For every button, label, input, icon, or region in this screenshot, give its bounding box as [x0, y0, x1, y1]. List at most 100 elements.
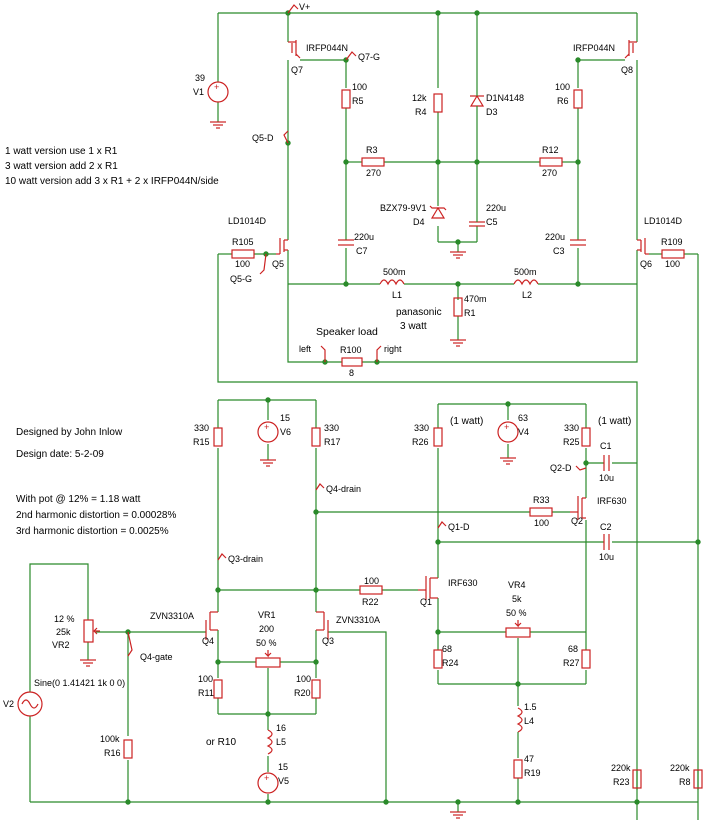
- r105-value: 100: [235, 259, 250, 269]
- d4-value: BZX79-9V1: [380, 203, 427, 213]
- r24-value: 68: [442, 644, 452, 654]
- v6-value: 15: [280, 413, 290, 423]
- r19-name: R19: [524, 768, 541, 778]
- r20-value: 100: [296, 674, 311, 684]
- note-3-watt: 3 watt version add 2 x R1: [5, 161, 118, 172]
- designer: Designed by John Inlow: [16, 427, 123, 438]
- net-left: left: [299, 344, 312, 354]
- c5-name: C5: [486, 217, 498, 227]
- transistor-q8: [624, 40, 637, 59]
- r15-value: 330: [194, 423, 209, 433]
- c5-value: 220u: [486, 203, 506, 213]
- resistor-r6: [573, 89, 583, 109]
- resistor-r12: [539, 157, 563, 167]
- r1-name: R1: [464, 308, 476, 318]
- source-v6: [257, 421, 279, 443]
- net-flags: [127, 4, 587, 657]
- r8-name: R8: [679, 777, 691, 787]
- r105-name: R105: [232, 237, 254, 247]
- q5-value: LD1014D: [228, 216, 267, 226]
- r109-value: 100: [665, 259, 680, 269]
- v4-value: 63: [518, 413, 528, 423]
- q7-value: IRFP044N: [306, 43, 348, 53]
- r33-value: 100: [534, 518, 549, 528]
- r1-value: 470m: [464, 294, 487, 304]
- r8-value: 220k: [670, 763, 690, 773]
- l2-name: L2: [522, 290, 532, 300]
- q4-value: ZVN3310A: [150, 611, 194, 621]
- vr2-name: VR2: [52, 640, 70, 650]
- q4-name: Q4: [202, 636, 214, 646]
- v4-name: V4: [518, 427, 529, 437]
- r3-value: 270: [366, 168, 381, 178]
- design-date: Design date: 5-2-09: [16, 449, 104, 460]
- r100-value: 8: [349, 368, 354, 378]
- transistor-q1: [418, 576, 438, 600]
- c7-value: 220u: [354, 232, 374, 242]
- v5-name: V5: [278, 776, 289, 786]
- pot-vr2: [83, 619, 94, 643]
- r20-name: R20: [294, 688, 311, 698]
- vr2-pct: 12 %: [54, 614, 75, 624]
- vr1-name: VR1: [258, 610, 276, 620]
- r19-value: 47: [524, 754, 534, 764]
- source-v2: [17, 691, 43, 717]
- vr1-value: 200: [259, 624, 274, 634]
- resistor-r17: [311, 427, 321, 447]
- r109-name: R109: [661, 237, 683, 247]
- resistor-r22: [359, 585, 383, 595]
- r11-value: 100: [198, 674, 213, 684]
- pot-vr4: [505, 627, 531, 638]
- pot-vr1: [255, 657, 281, 668]
- net-q2d: Q2-D: [550, 463, 572, 473]
- or-r10-label: or R10: [206, 737, 236, 748]
- q2-value: IRF630: [597, 496, 627, 506]
- svg-text:+: +: [214, 82, 219, 92]
- l2-value: 500m: [514, 267, 537, 277]
- v1-value: 39: [195, 73, 205, 83]
- resistor-r1: [453, 297, 463, 317]
- resistor-r109: [661, 249, 685, 259]
- transistors: [205, 40, 649, 640]
- diode-d4: [430, 206, 446, 219]
- resistor-symbols: [123, 89, 703, 789]
- v6-name: V6: [280, 427, 291, 437]
- vr1-pct: 50 %: [256, 638, 277, 648]
- q5-name: Q5: [272, 259, 284, 269]
- svg-text:+: +: [264, 773, 269, 783]
- r25-name: R25: [563, 437, 580, 447]
- source-v4: [497, 421, 519, 443]
- l5-value: 16: [276, 723, 286, 733]
- r15-name: R15: [193, 437, 210, 447]
- q8-name: Q8: [621, 65, 633, 75]
- l4-value: 1.5: [524, 702, 537, 712]
- resistor-r4: [433, 93, 443, 113]
- speaker-load-label: Speaker load: [316, 326, 378, 338]
- transistor-q7: [288, 40, 301, 59]
- resistor-r20: [311, 679, 321, 699]
- net-q5g: Q5-G: [230, 274, 252, 284]
- transistor-q4: [205, 611, 218, 640]
- l1-name: L1: [392, 290, 402, 300]
- r3-name: R3: [366, 145, 378, 155]
- r24-name: R24: [442, 658, 459, 668]
- transistor-q6: [637, 238, 649, 255]
- wires: [29, 12, 699, 820]
- r17-value: 330: [324, 423, 339, 433]
- one-watt-label-a: (1 watt): [450, 416, 483, 427]
- r11-name: R11: [198, 688, 214, 698]
- net-vplus: V+: [299, 2, 310, 12]
- r100-name: R100: [340, 345, 362, 355]
- transistor-q2: [570, 496, 586, 520]
- v2-value: Sine(0 1.41421 1k 0 0): [34, 678, 125, 688]
- text-labels: 1 watt version use 1 x R1 3 watt version…: [3, 2, 691, 787]
- r6-value: 100: [555, 82, 570, 92]
- three-watt-label: 3 watt: [400, 321, 427, 332]
- c2-name: C2: [600, 522, 612, 532]
- svg-text:+: +: [264, 422, 269, 432]
- q1-value: IRF630: [448, 578, 478, 588]
- r27-value: 68: [568, 644, 578, 654]
- r4-value: 12k: [412, 93, 427, 103]
- net-q1d: Q1-D: [448, 522, 470, 532]
